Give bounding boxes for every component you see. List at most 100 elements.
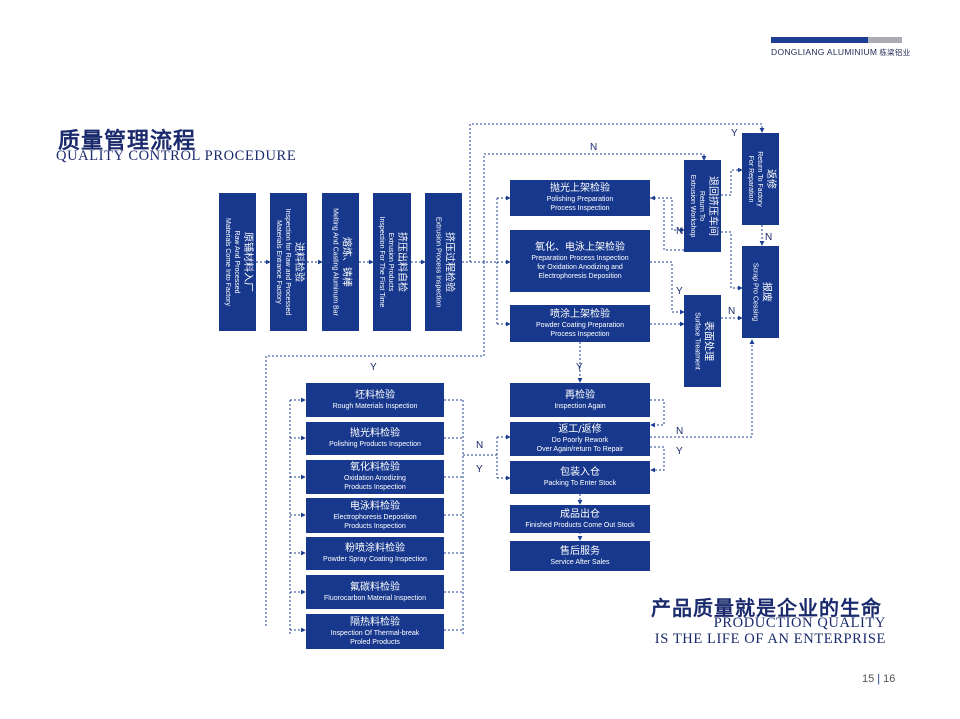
page-title-cn: 质量管理流程 <box>58 129 197 154</box>
header-gray-bar <box>868 37 902 43</box>
inspect-rough-cn: 坯料检验 <box>355 389 395 401</box>
inspect-rough: 坯料检验 Rough Materials Inspection <box>306 383 444 417</box>
page-total: 16 <box>883 673 896 685</box>
label-no-workshop: N <box>676 226 684 237</box>
label-yes-recheck: Y <box>576 362 583 373</box>
step-extrusion-first-en2: Inspection For The First Time <box>378 216 385 308</box>
label-no-factory: N <box>765 232 773 243</box>
inspect-electrophoresis-en1: Electrophoresis Deposition <box>333 513 417 521</box>
inspect-polishing-cn: 抛光料检验 <box>350 428 400 439</box>
step-extrusion-process-en1: Extrusion Process Inspection <box>434 216 441 308</box>
step-powder-prep-en1: Powder Coating Preparation <box>536 321 624 329</box>
label-no-scrap: N <box>728 306 736 317</box>
brand-en: DONGLIANG ALUMINIUM <box>771 47 878 57</box>
final-packing: 包装入仓 Packing To Enter Stock <box>510 461 650 494</box>
final-packing-en1: Packing To Enter Stock <box>543 480 617 487</box>
final-rework-cn: 返工/返修 <box>558 424 602 435</box>
step-raw-materials-cn: 原铺材料入厂 <box>241 231 253 292</box>
final-inspection-again-cn: 再检验 <box>565 389 595 401</box>
step-powder-prep: 喷涂上架检验 Powder Coating Preparation Proces… <box>510 305 650 342</box>
step-oxidation-prep-en2: for Oxidation Anodizing and <box>537 263 623 271</box>
loop-top-outer <box>469 123 765 262</box>
final-rework-en1: Do Poorly Rework <box>551 437 609 444</box>
inspect-powder-spray: 粉喷涂料检验 Powder Spray Coating Inspection <box>306 537 444 570</box>
step-incoming-inspection: 进料检验 Inspection for Raw and Processed Ma… <box>270 193 307 331</box>
step-oxidation-prep-en3: Electrophoresis Deposition <box>538 272 622 280</box>
step-melting-casting: 熔炼、铸棒 Melting And Casting Aluminum Bar <box>322 193 359 331</box>
inspect-fluorocarbon: 氟碳料检验 Fluorocarbon Material Inspection <box>306 575 444 609</box>
step-scrap-cn: 报废 <box>760 281 771 302</box>
inspect-thermal-break: 隔热料检验 Inspection Of Thermal-break Proled… <box>306 614 444 649</box>
step-return-factory-en2: For Reparation <box>746 155 754 203</box>
loop-to-inspections <box>265 262 485 628</box>
final-out-stock: 成品出仓 Finished Products Come Out Stock <box>510 505 650 533</box>
step-return-workshop-cn: 退回挤压车间 <box>706 175 718 236</box>
workshop-to-factory <box>721 167 743 196</box>
step-oxidation-prep-en1: Preparation Process Inspection <box>531 254 629 262</box>
step-powder-prep-en2: Process Inspection <box>550 330 610 338</box>
page-title-en: QUALITY CONTROL PROCEDURE <box>56 148 297 164</box>
rework-to-scrap <box>650 339 755 438</box>
workshop-to-scrap <box>721 231 743 291</box>
step-surface-treatment-en1: Surface Treatment <box>693 312 700 370</box>
step-oxidation-prep: 氧化、电泳上架检验 Preparation Process Inspection… <box>510 230 650 292</box>
step-return-workshop-en1: Return To <box>697 190 705 222</box>
final-service: 售后服务 Service After Sales <box>510 541 650 571</box>
label-yes-packing: Y <box>476 464 483 475</box>
inspect-oxidation-en2: Products Inspection <box>344 484 406 491</box>
page-current: 15 <box>862 673 875 685</box>
step-incoming-inspection-en1: Inspection for Raw and Processed <box>283 208 291 316</box>
slogan-cn: 产品质量就是企业的生命 <box>651 596 882 620</box>
label-yes-loop: Y <box>370 362 377 373</box>
inspect-powder-spray-cn: 粉喷涂料检验 <box>345 543 405 554</box>
label-no-rework: N <box>476 440 484 451</box>
step-return-workshop-en2: Extrusion Workshop <box>688 174 696 238</box>
step-incoming-inspection-cn: 进料检验 <box>292 242 304 282</box>
ox-to-surface <box>650 261 685 315</box>
step-extrusion-process: 挤压过程检验 Extrusion Process Inspection <box>425 193 462 331</box>
inspect-electrophoresis: 电泳料检验 Electrophoresis Deposition Product… <box>306 498 444 533</box>
step-polishing-prep-en1: Polishing Preparation <box>546 196 614 203</box>
slogan-en-line1: PRODUCTION QUALITY <box>713 615 886 631</box>
step-extrusion-first-cn: 挤压出料自检 <box>396 232 407 292</box>
final-service-en1: Service After Sales <box>550 558 610 566</box>
final-out-stock-en1: Finished Products Come Out Stock <box>525 521 635 529</box>
step-raw-materials-en2: Materials Come Into Factory <box>223 218 231 306</box>
step-raw-materials: 原铺材料入厂 Raw And Processed Materials Come … <box>219 193 256 331</box>
polish-to-workshop <box>650 197 685 233</box>
step-extrusion-process-cn: 挤压过程检验 <box>443 231 454 292</box>
final-inspection-again-en1: Inspection Again <box>554 402 606 410</box>
final-service-cn: 售后服务 <box>560 545 600 557</box>
step-return-workshop: 退回挤压车间 Return To Extrusion Workshop <box>684 160 721 252</box>
inspect-thermal-break-cn: 隔热料检验 <box>350 616 400 628</box>
final-inspection-again: 再检验 Inspection Again <box>510 383 650 417</box>
inspect-oxidation: 氧化料检验 Oxidation Anodizing Products Inspe… <box>306 460 444 494</box>
step-return-factory-cn: 返修 <box>764 168 776 189</box>
inspect-powder-spray-en1: Powder Spray Coating Inspection <box>323 556 427 563</box>
step-raw-materials-en1: Raw And Processed <box>232 230 240 294</box>
inspect-oxidation-en1: Oxidation Anodizing <box>344 475 406 482</box>
step-oxidation-prep-cn: 氧化、电泳上架检验 <box>535 241 625 253</box>
page-separator: | <box>877 673 881 685</box>
step-return-factory: 返修 Return To Factory For Reparation <box>742 133 779 225</box>
step-powder-prep-cn: 喷涂上架检验 <box>550 308 610 320</box>
step-polishing-prep-cn: 抛光上架检验 <box>550 183 610 194</box>
rework-to-packing <box>650 446 665 473</box>
inspect-electrophoresis-en2: Products Inspection <box>344 522 406 530</box>
label-yes-rework-pack: Y <box>676 446 683 457</box>
workshop-back <box>650 195 684 251</box>
label-no-top: N <box>590 142 598 153</box>
inspect-rough-en1: Rough Materials Inspection <box>332 402 418 410</box>
header-accent-bar <box>771 37 868 43</box>
label-no-rework-scrap: N <box>676 426 684 437</box>
step-surface-treatment-cn: 表面处理 <box>702 321 713 361</box>
step-incoming-inspection-en2: Materials Entrance Factory <box>274 220 282 304</box>
slogan-en-line2: IS THE LIFE OF AN ENTERPRISE <box>654 631 886 647</box>
final-rework: 返工/返修 Do Poorly Rework Over Again/return… <box>510 422 650 456</box>
page-number: 15|16 <box>862 673 895 685</box>
brand-cn: 栋梁铝业 <box>879 48 911 57</box>
step-polishing-prep: 抛光上架检验 Polishing Preparation Process Ins… <box>510 180 650 216</box>
final-packing-cn: 包装入仓 <box>560 467 600 478</box>
